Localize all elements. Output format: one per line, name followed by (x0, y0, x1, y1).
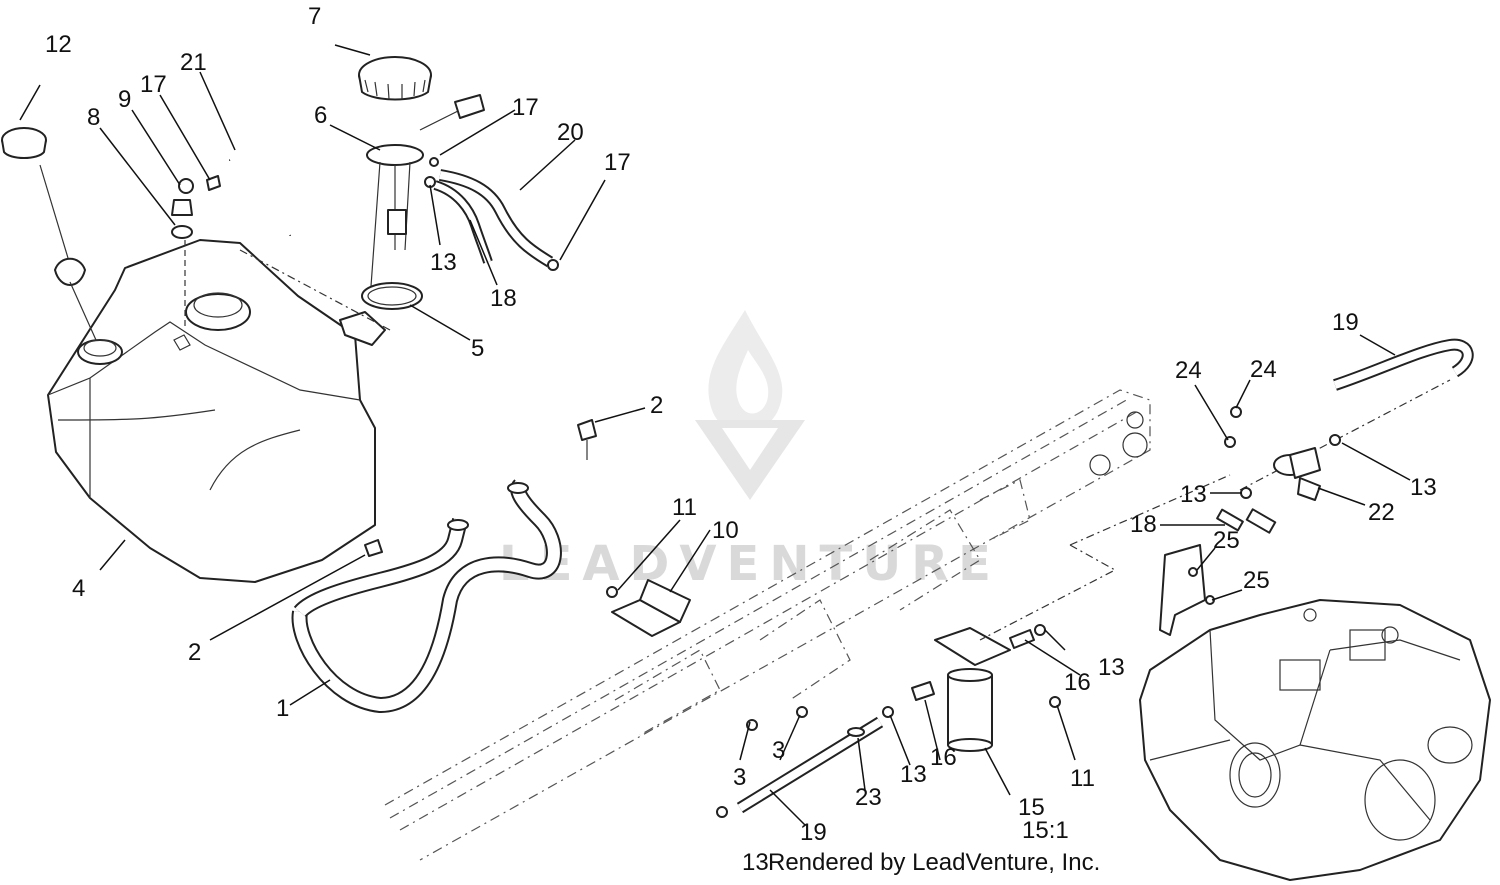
callout-4: 4 (72, 575, 85, 602)
callout-24: 24 (1250, 356, 1277, 383)
callout-24: 24 (1175, 357, 1202, 384)
callout-21: 21 (180, 49, 207, 76)
callout-19: 19 (800, 819, 827, 846)
callout-9: 9 (118, 86, 131, 113)
vent-valve (171, 175, 221, 330)
callout-5: 5 (471, 335, 484, 362)
callout-17: 17 (512, 94, 539, 121)
leadventure-watermark: LEADVENTURE (499, 310, 1001, 592)
callout-18: 18 (490, 285, 517, 312)
callout-23: 23 (855, 784, 882, 811)
fuel-cap (1, 127, 97, 341)
engine (1139, 599, 1491, 881)
callout-12: 12 (45, 31, 72, 58)
tank-bracket (291, 419, 597, 713)
rendered-by-credit: Rendered by LeadVenture, Inc. (768, 849, 1100, 876)
fuel-tank (47, 239, 376, 583)
callout-13: 13 (900, 761, 927, 788)
callout-16: 16 (1064, 669, 1091, 696)
callout-15: 15 (1018, 794, 1045, 821)
engine-side-assembly (979, 338, 1474, 641)
callout-1: 1 (276, 695, 289, 722)
callout-13: 13 (430, 249, 457, 276)
footer: 13 Rendered by LeadVenture, Inc. (742, 849, 1100, 876)
callout-3: 3 (733, 764, 746, 791)
callout-10: 10 (712, 517, 739, 544)
callout-15-ratio: 15:1 (1022, 817, 1069, 844)
callout-13: 13 (1180, 481, 1207, 508)
callout-22: 22 (1368, 499, 1395, 526)
callout-25: 25 (1213, 527, 1240, 554)
callout-13: 13 (742, 849, 769, 876)
lower-fuel-hose (716, 706, 884, 818)
callout-3: 3 (772, 737, 785, 764)
leader-lines (19, 44, 1411, 826)
callout-labels: 12 8 9 17 21 7 6 17 20 17 13 18 5 4 2 2 … (45, 3, 1437, 846)
mount-bracket (606, 579, 691, 637)
callout-18: 18 (1130, 511, 1157, 538)
fuel-pump-assembly (239, 56, 485, 346)
callout-17: 17 (604, 149, 631, 176)
callout-16: 16 (930, 744, 957, 771)
callout-19: 19 (1332, 309, 1359, 336)
watermark-text: LEADVENTURE (499, 536, 1001, 592)
callout-25: 25 (1243, 567, 1270, 594)
callout-8: 8 (87, 104, 100, 131)
callout-20: 20 (557, 119, 584, 146)
callout-6: 6 (314, 102, 327, 129)
fuel-filter (882, 624, 1061, 752)
callout-2: 2 (188, 639, 201, 666)
frame-rail (384, 389, 1151, 861)
callout-7: 7 (308, 3, 321, 30)
callout-13: 13 (1410, 474, 1437, 501)
callout-2: 2 (650, 392, 663, 419)
callout-11: 11 (672, 494, 697, 521)
callout-13: 13 (1098, 654, 1125, 681)
callout-17: 17 (140, 71, 167, 98)
callout-11: 11 (1070, 765, 1095, 792)
vent-hose (229, 154, 292, 236)
